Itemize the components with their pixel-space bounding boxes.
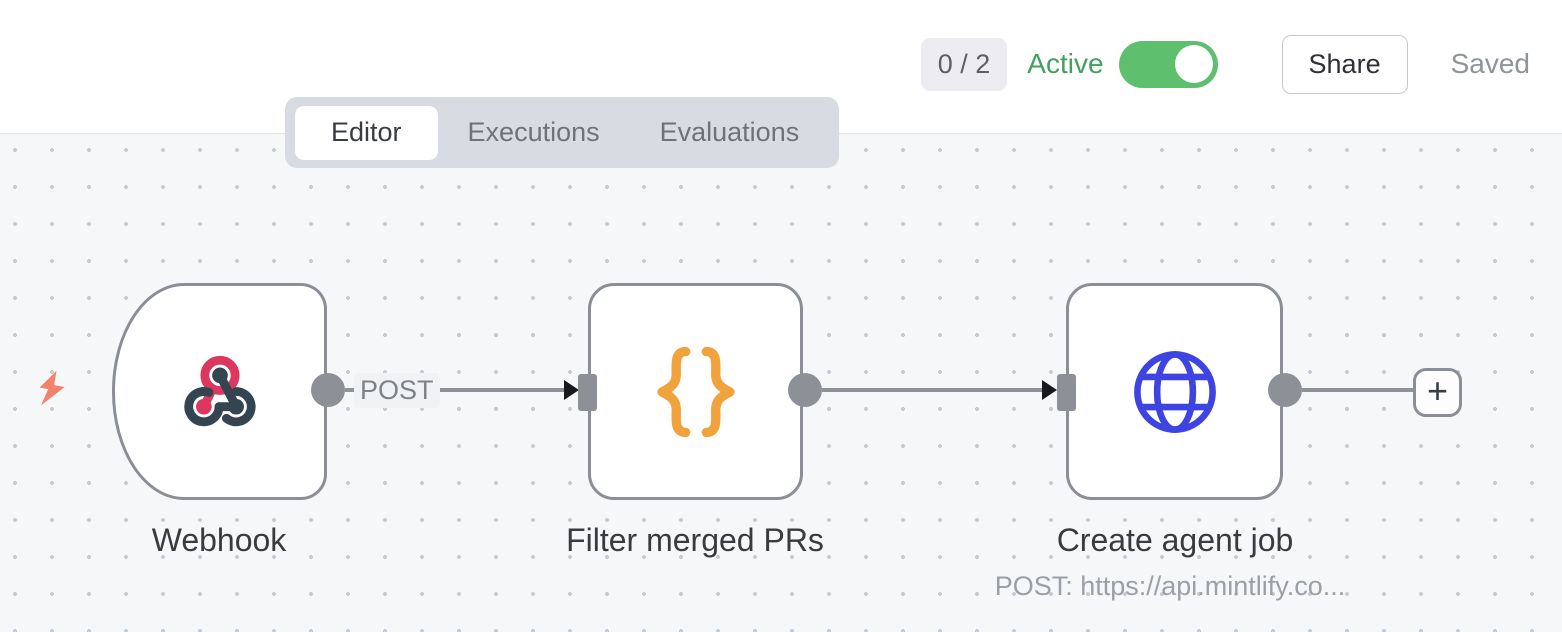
- active-toggle[interactable]: [1118, 40, 1218, 88]
- saved-status: Saved: [1450, 48, 1530, 79]
- output-connector[interactable]: [1268, 373, 1302, 407]
- arrowhead-icon: [1042, 379, 1057, 400]
- node-filter-merged-prs[interactable]: [588, 283, 803, 500]
- tab-evaluations[interactable]: Evaluations: [659, 117, 800, 147]
- node-create-agent-job[interactable]: [1066, 283, 1283, 500]
- input-connector[interactable]: [1057, 374, 1076, 411]
- tab-editor[interactable]: Editor: [295, 105, 438, 160]
- output-connector[interactable]: [311, 373, 345, 407]
- webhook-icon: [183, 355, 256, 426]
- view-tabs: Editor Executions Evaluations: [285, 97, 840, 168]
- header-controls: 0 / 2 Active Share Saved: [920, 0, 1530, 128]
- node-label-webhook: Webhook: [151, 522, 287, 558]
- globe-icon: [1133, 350, 1216, 433]
- workflow-canvas[interactable]: POST + Webhook Filter merged PRs Create …: [0, 134, 1562, 632]
- toggle-knob: [1174, 45, 1213, 83]
- node-label-create-agent-job: Create agent job: [1056, 522, 1294, 558]
- tab-executions[interactable]: Executions: [467, 117, 600, 147]
- lightning-bolt-icon: [39, 370, 65, 406]
- output-connector[interactable]: [788, 373, 822, 407]
- node-label-filter-merged-prs: Filter merged PRs: [566, 522, 824, 558]
- node-webhook[interactable]: [112, 283, 327, 500]
- add-node-button[interactable]: +: [1413, 368, 1462, 417]
- input-connector[interactable]: [578, 374, 597, 411]
- plus-icon: +: [1426, 369, 1449, 411]
- node-sublabel-url: POST: https://api.mintlify.co...: [994, 571, 1346, 601]
- connection-line: [345, 388, 566, 392]
- arrowhead-icon: [564, 379, 579, 400]
- code-braces-icon: [656, 346, 735, 437]
- webhook-output-method-label: POST: [354, 373, 440, 408]
- active-label: Active: [1027, 48, 1104, 79]
- issues-count-badge[interactable]: 0 / 2: [920, 37, 1008, 91]
- connection-line: [1302, 388, 1414, 392]
- share-button[interactable]: Share: [1281, 34, 1408, 94]
- connection-line: [822, 388, 1043, 392]
